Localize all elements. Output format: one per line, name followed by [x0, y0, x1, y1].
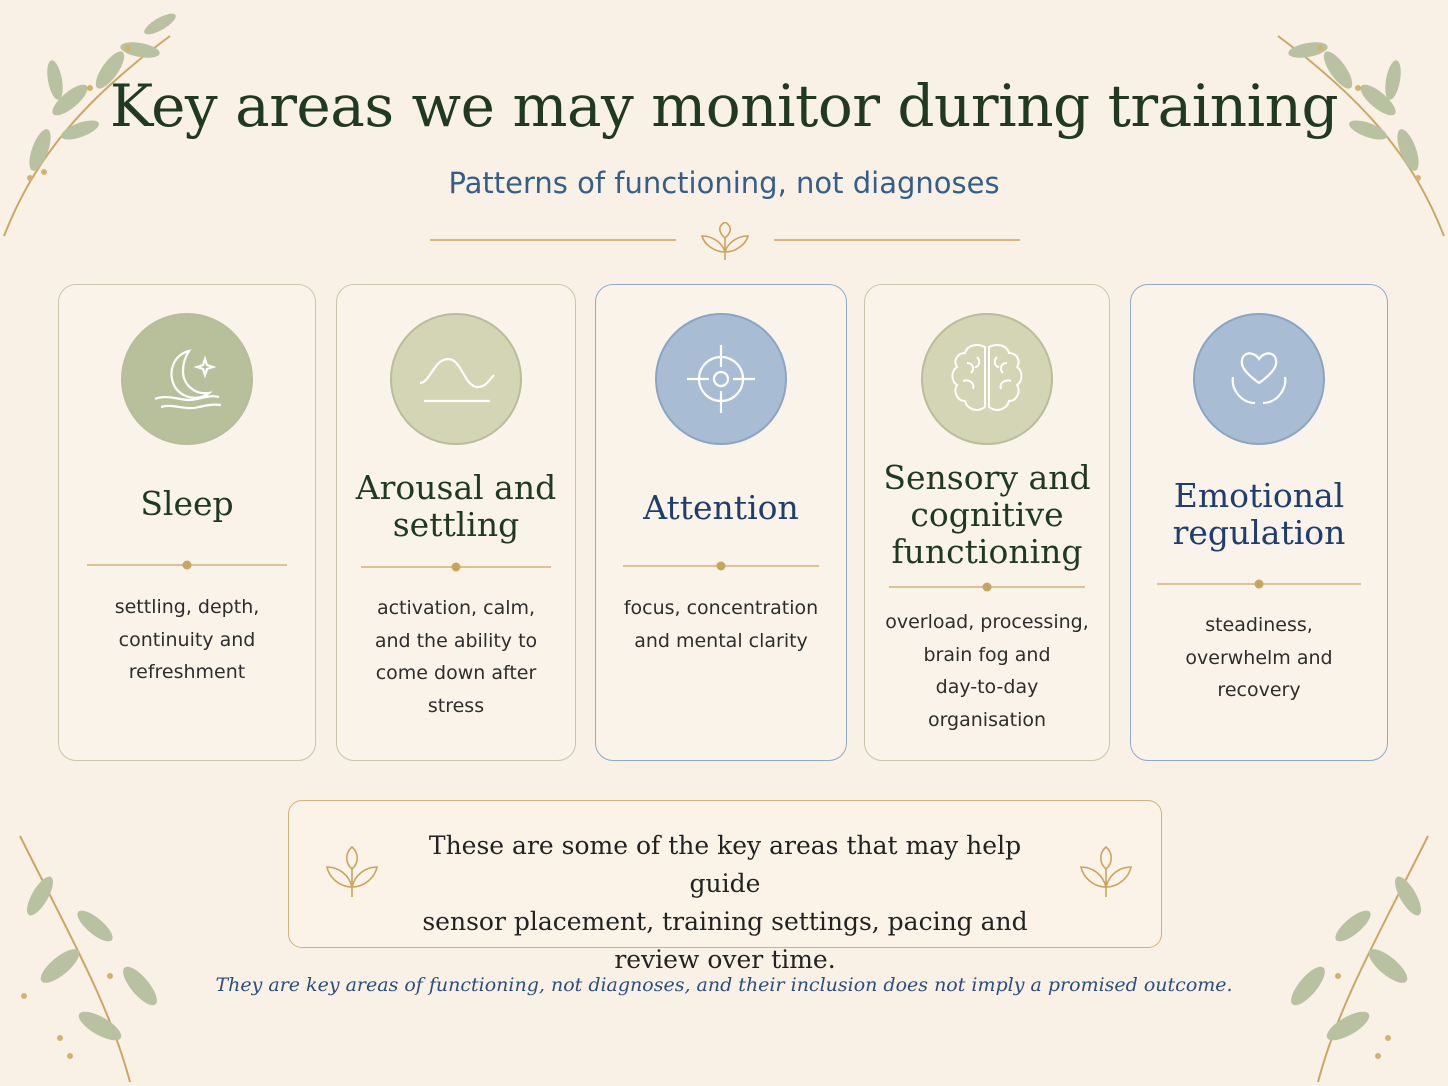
- card-divider: [361, 562, 551, 572]
- card-title-arousal: Arousal and settling: [355, 468, 557, 544]
- page-title: Key areas we may monitor during training: [109, 72, 1339, 140]
- card-emotional: Emotional regulation steadiness, overwhe…: [1130, 284, 1388, 761]
- note-text: These are some of the key areas that may…: [422, 831, 1028, 974]
- card-arousal: Arousal and settling activation, calm, a…: [336, 284, 576, 761]
- card-desc-arousal: activation, calm, and the ability to com…: [374, 597, 538, 717]
- sprig-icon: [326, 845, 378, 897]
- card-desc-sensory: overload, processing, brain fog and day-…: [885, 611, 1089, 731]
- info-note-box: These are some of the key areas that may…: [288, 800, 1162, 974]
- card-divider: [889, 582, 1085, 592]
- card-sensory: Sensory and cognitive functioning overlo…: [864, 284, 1110, 761]
- moon-sparkle-icon: [121, 313, 253, 445]
- card-title-sensory: Sensory and cognitive functioning: [883, 458, 1091, 571]
- sprig-icon: [1080, 845, 1132, 897]
- leaf-vine-bottom-right-icon: [1291, 835, 1429, 1083]
- brain-icon: [921, 313, 1053, 445]
- card-desc-emotional: steadiness, overwhelm and recovery: [1185, 614, 1333, 701]
- card-divider: [623, 561, 819, 571]
- card-title-sleep: Sleep: [140, 484, 234, 523]
- card-title-emotional: Emotional regulation: [1172, 476, 1346, 552]
- card-divider: [1157, 579, 1361, 589]
- ornamental-divider: [430, 222, 1020, 260]
- page-subtitle: Patterns of functioning, not diagnoses: [448, 166, 1000, 200]
- leaf-vine-bottom-left-icon: [19, 835, 157, 1083]
- card-attention: Attention focus, concentration and menta…: [595, 284, 847, 761]
- heart-hands-icon: [1193, 313, 1325, 445]
- wave-icon: [390, 313, 522, 445]
- leaf-vine-top-right-icon: [1277, 35, 1445, 237]
- footnote: They are key areas of functioning, not d…: [215, 974, 1233, 996]
- card-desc-sleep: settling, depth, continuity and refreshm…: [114, 596, 260, 683]
- target-icon: [655, 313, 787, 445]
- leaf-vine-top-left-icon: [3, 13, 176, 237]
- card-divider: [87, 560, 287, 570]
- card-sleep: Sleep settling, depth, continuity and re…: [58, 284, 316, 761]
- card-title-attention: Attention: [643, 488, 799, 527]
- card-desc-attention: focus, concentration and mental clarity: [623, 597, 819, 652]
